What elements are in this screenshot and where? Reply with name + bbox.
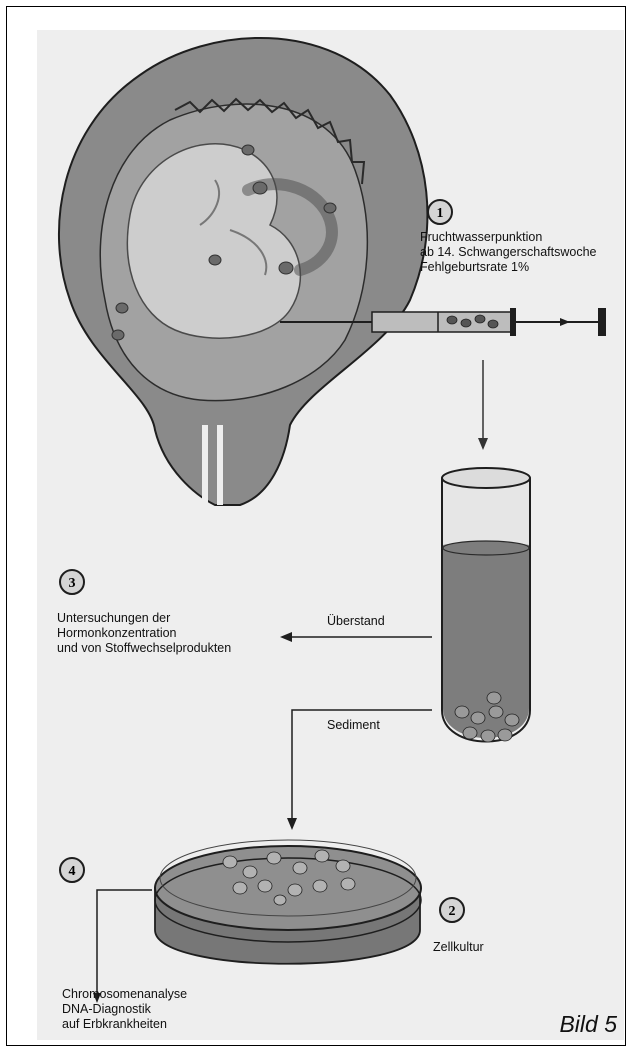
sediment-label: Sediment	[327, 718, 380, 733]
badge-3-number: 3	[69, 576, 76, 591]
badge-3: 3	[60, 570, 84, 594]
uterus-illustration	[59, 38, 427, 505]
badge-1: 1	[428, 200, 452, 224]
step-1-label: Fruchtwasserpunktion ab 14. Schwangersch…	[420, 230, 597, 275]
test-tube-illustration	[442, 468, 530, 742]
badge-4-number: 4	[69, 864, 76, 879]
petri-dish-illustration	[155, 840, 421, 964]
badge-2: 2	[440, 898, 464, 922]
supernatant-label: Überstand	[327, 614, 385, 629]
badge-1-number: 1	[437, 206, 444, 221]
arrow-syringe-to-tube	[478, 360, 488, 450]
step-3-label: Untersuchungen der Hormonkonzentration u…	[57, 611, 231, 656]
step-2-label: Zellkultur	[433, 940, 484, 955]
badge-2-number: 2	[449, 904, 456, 919]
arrow-supernatant	[280, 632, 432, 642]
figure-label: Bild 5	[559, 1011, 617, 1038]
badge-4: 4	[60, 858, 84, 882]
step-4-label: Chromosomenanalyse DNA-Diagnostik auf Er…	[62, 987, 187, 1032]
